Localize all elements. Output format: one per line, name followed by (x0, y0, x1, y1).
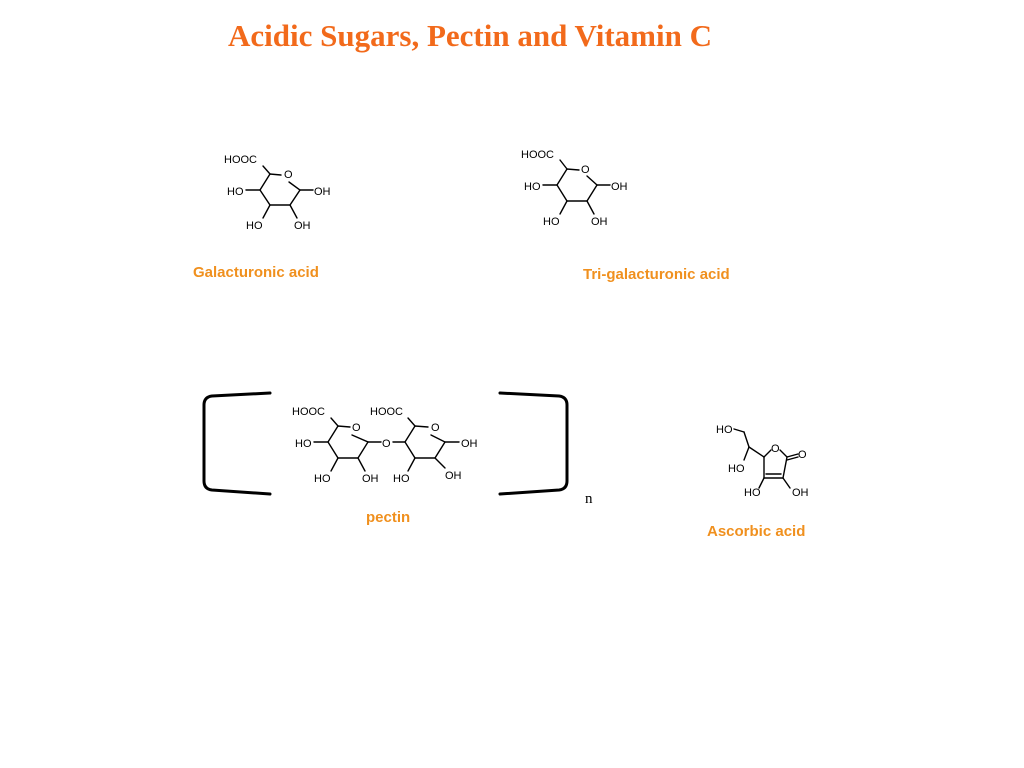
trigalacturonic-oh-bottom-bond (586, 200, 595, 215)
pectin-caption: pectin (366, 509, 411, 526)
ascorbic-ho-bottom-label: HO (744, 487, 761, 499)
trigalacturonic-oh-right-label: OH (611, 181, 628, 193)
ascorbic-acid-structure: HO HO O O HO OH (716, 424, 809, 499)
pectin-bridge-oxygen-label: O (382, 438, 391, 450)
trigalacturonic-oh-bottom-label: OH (591, 216, 608, 228)
galacturonic-oh-right-label: OH (314, 186, 331, 198)
trigalacturonic-acid-structure: HOOC O OH HO HO OH (521, 149, 628, 228)
trigalacturonic-acid-caption: Tri-galacturonic acid (583, 266, 730, 283)
pectin-oh-bottom-2-label: OH (445, 470, 462, 482)
ascorbic-ho-top-bond (733, 428, 745, 433)
trigalacturonic-ho-bottom-bond (559, 200, 568, 215)
trigalacturonic-carboxyl-bond (559, 159, 568, 170)
galacturonic-oh-bottom-label: OH (294, 220, 311, 232)
ascorbic-chain-bond-1 (743, 431, 750, 448)
pectin-ring-1 (327, 425, 370, 459)
galacturonic-ho-bottom-bond (262, 204, 271, 219)
ascorbic-ring-bond-3 (782, 456, 788, 479)
pectin-ho-left-1-label: HO (295, 438, 312, 450)
ascorbic-ho-top-label: HO (716, 424, 733, 436)
pectin-ho-bottom-2-label: HO (393, 473, 410, 485)
ascorbic-ring-bond-2 (779, 449, 788, 458)
galacturonic-ring (259, 173, 301, 206)
trigalacturonic-ho-left-label: HO (524, 181, 541, 193)
galacturonic-ring-oxygen-label: O (284, 169, 293, 181)
galacturonic-ho-bottom-label: HO (246, 220, 263, 232)
pectin-carboxyl-2-label: HOOC (370, 406, 403, 418)
ascorbic-acid-caption: Ascorbic acid (707, 523, 806, 540)
galacturonic-ho-left-label: HO (227, 186, 244, 198)
ascorbic-carbonyl-oxygen-label: O (798, 449, 807, 461)
trigalacturonic-ring (556, 168, 598, 202)
galacturonic-oh-bottom-bond (289, 204, 298, 219)
galacturonic-carboxyl-bond (262, 165, 271, 175)
ascorbic-ho-side-bond (743, 446, 750, 461)
galacturonic-carboxyl-label: HOOC (224, 154, 257, 166)
pectin-oh-right-2-label: OH (461, 438, 478, 450)
trigalacturonic-carboxyl-label: HOOC (521, 149, 554, 161)
pectin-carboxyl-2-bond (407, 417, 416, 427)
pectin-ring-oxygen-1-label: O (352, 422, 361, 434)
ascorbic-chain-bond-2 (748, 446, 765, 458)
pectin-oh-bottom-1-label: OH (362, 473, 379, 485)
galacturonic-acid-caption: Galacturonic acid (193, 264, 319, 281)
pectin-oh-bottom-1-bond (357, 457, 366, 472)
ascorbic-ho-side-label: HO (728, 463, 745, 475)
pectin-left-bracket (202, 391, 272, 496)
ascorbic-ring-oxygen-label: O (771, 443, 780, 455)
pectin-oh-bottom-2-bond (434, 457, 446, 469)
pectin-right-bracket (498, 391, 569, 496)
trigalacturonic-ring-oxygen-label: O (581, 164, 590, 176)
pectin-carboxyl-1-bond (330, 417, 339, 427)
ascorbic-carbonyl-bond-a (786, 453, 799, 458)
galacturonic-acid-structure: HOOC O OH HO HO OH (224, 154, 331, 232)
pectin-carboxyl-1-label: HOOC (292, 406, 325, 418)
ascorbic-ho-bottom-bond (758, 477, 765, 489)
pectin-ring-oxygen-2-label: O (431, 422, 440, 434)
pectin-ho-bottom-2-bond (407, 457, 416, 472)
ascorbic-ring-bond-1 (763, 449, 772, 458)
pectin-repeat-label: n (585, 491, 593, 507)
pectin-ho-bottom-1-bond (330, 457, 339, 472)
pectin-ho-bottom-1-label: HO (314, 473, 331, 485)
trigalacturonic-ho-bottom-label: HO (543, 216, 560, 228)
slide-title: Acidic Sugars, Pectin and Vitamin C (228, 18, 712, 53)
pectin-structure: n HOOC O HO HO OH O HOOC O OH H (202, 391, 593, 507)
ascorbic-oh-bottom-label: OH (792, 487, 809, 499)
ascorbic-carbonyl-bond-b (786, 456, 799, 461)
ascorbic-oh-bottom-bond (782, 477, 791, 489)
